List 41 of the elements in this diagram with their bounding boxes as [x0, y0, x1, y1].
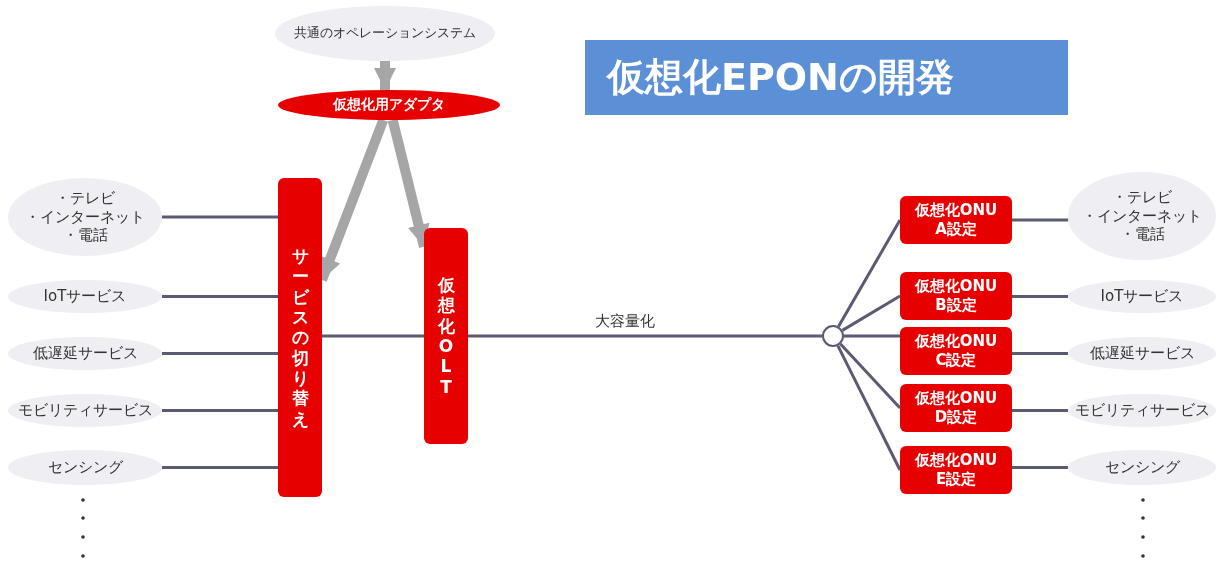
service-ellipse: IoTサービス [1068, 280, 1216, 313]
onu-box: 仮想化ONU D設定 [900, 384, 1012, 432]
connector-line [322, 334, 424, 338]
function-bar: サービスの切り替え [278, 178, 322, 497]
connector-line [162, 215, 278, 219]
connector-line [839, 343, 902, 410]
connector-line [1012, 409, 1068, 412]
connector-line [1012, 466, 1068, 469]
service-ellipse: 低遅延サービス [8, 337, 162, 370]
connector-line [841, 294, 901, 332]
service-ellipse: ・テレビ ・インターネット ・電話 [1068, 172, 1216, 260]
connector-line [1012, 218, 1069, 222]
adapter-ellipse: 仮想化用アダプタ [278, 90, 500, 120]
connector-line [162, 466, 278, 469]
service-ellipse: モビリティサービス [1068, 394, 1216, 427]
connector-line [837, 219, 902, 328]
onu-box: 仮想化ONU C設定 [900, 327, 1012, 375]
function-bar: 仮想化OLT [424, 228, 468, 444]
service-ellipse: ・テレビ ・インターネット ・電話 [8, 178, 162, 256]
connector-line [844, 334, 900, 338]
connector-line [468, 334, 822, 338]
block-arrow [387, 118, 430, 248]
service-ellipse: センシング [8, 450, 162, 485]
connector-line [162, 295, 278, 298]
onu-box: 仮想化ONU A設定 [900, 196, 1012, 244]
connector-line [162, 352, 278, 355]
onu-box: 仮想化ONU B設定 [900, 272, 1012, 320]
connector-line [836, 345, 902, 471]
service-ellipse: センシング [1068, 450, 1216, 485]
edge-label: 大容量化 [592, 312, 658, 331]
service-ellipse: モビリティサービス [8, 394, 162, 427]
service-ellipse: 低遅延サービス [1068, 337, 1216, 370]
title-banner: 仮想化EPONの開発 [585, 40, 1068, 115]
connector-line [1012, 295, 1068, 298]
connector-line [162, 409, 278, 412]
onu-box: 仮想化ONU E設定 [900, 446, 1012, 494]
service-ellipse: 共通のオペレーションシステム [275, 6, 495, 61]
splitter-circle [822, 325, 844, 347]
service-ellipse: IoTサービス [8, 280, 162, 313]
block-arrow [374, 61, 396, 90]
connector-line [1012, 352, 1068, 355]
